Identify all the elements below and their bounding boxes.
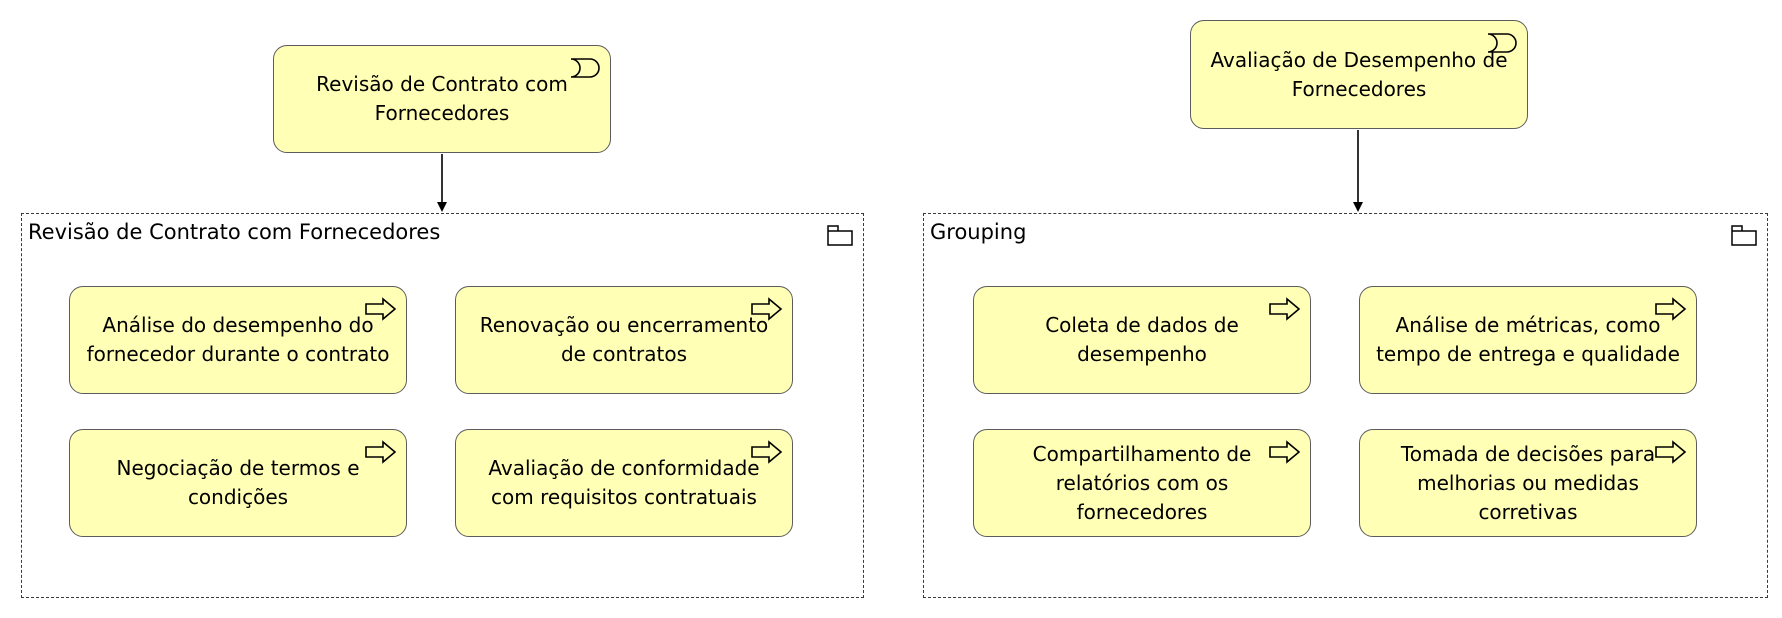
event-label: Tomada de decisões para melhorias ou med… bbox=[1400, 441, 1656, 524]
business-event-icon bbox=[1655, 297, 1687, 321]
grouping-label-1: Revisão de Contrato com Fornecedores bbox=[28, 220, 441, 244]
business-event-icon bbox=[1269, 297, 1301, 321]
folder-icon bbox=[827, 225, 853, 246]
process-node-1[interactable]: Revisão de Contrato com Fornecedores bbox=[273, 45, 611, 153]
business-event-icon bbox=[751, 297, 783, 321]
business-event-icon bbox=[1655, 440, 1687, 464]
folder-icon bbox=[1731, 225, 1757, 246]
event-node-1-1[interactable]: Análise do desempenho do fornecedor dura… bbox=[69, 286, 407, 394]
event-label: Compartilhamento de relatórios com os fo… bbox=[1032, 441, 1252, 524]
business-process-icon bbox=[1487, 33, 1517, 53]
event-node-2-4[interactable]: Tomada de decisões para melhorias ou med… bbox=[1359, 429, 1697, 537]
event-node-2-2[interactable]: Análise de métricas, como tempo de entre… bbox=[1359, 286, 1697, 394]
event-label: Renovação ou encerramento de contratos bbox=[479, 313, 769, 366]
event-node-1-2[interactable]: Renovação ou encerramento de contratos bbox=[455, 286, 793, 394]
event-node-2-1[interactable]: Coleta de dados de desempenho bbox=[973, 286, 1311, 394]
grouping-container-1[interactable]: Revisão de Contrato com Fornecedores bbox=[21, 213, 864, 598]
business-process-icon bbox=[570, 58, 600, 78]
event-label: Avaliação de conformidade com requisitos… bbox=[488, 456, 760, 509]
event-label: Coleta de dados de desempenho bbox=[1045, 313, 1239, 366]
process-label-1: Revisão de Contrato com Fornecedores bbox=[316, 72, 568, 125]
event-node-1-3[interactable]: Negociação de termos e condições bbox=[69, 429, 407, 537]
process-node-2[interactable]: Avaliação de Desempenho de Fornecedores bbox=[1190, 20, 1528, 129]
process-label-2: Avaliação de Desempenho de Fornecedores bbox=[1210, 47, 1508, 101]
event-node-2-3[interactable]: Compartilhamento de relatórios com os fo… bbox=[973, 429, 1311, 537]
event-node-1-4[interactable]: Avaliação de conformidade com requisitos… bbox=[455, 429, 793, 537]
grouping-container-2[interactable]: Grouping bbox=[923, 213, 1768, 598]
event-label: Negociação de termos e condições bbox=[116, 456, 360, 509]
event-label: Análise de métricas, como tempo de entre… bbox=[1376, 313, 1680, 366]
business-event-icon bbox=[365, 297, 397, 321]
event-label: Análise do desempenho do fornecedor dura… bbox=[86, 313, 390, 366]
business-event-icon bbox=[365, 440, 397, 464]
business-event-icon bbox=[1269, 440, 1301, 464]
business-event-icon bbox=[751, 440, 783, 464]
grouping-label-2: Grouping bbox=[930, 220, 1027, 244]
